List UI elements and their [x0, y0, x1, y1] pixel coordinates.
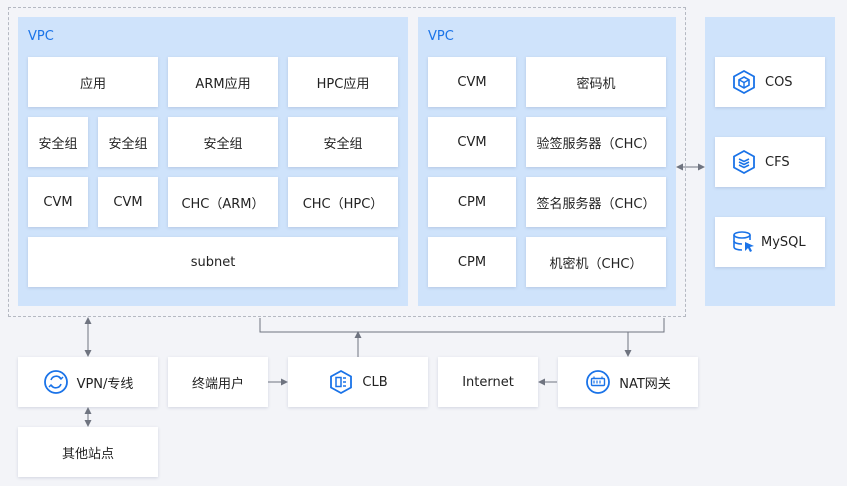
- vpc-bus-connector: [259, 318, 665, 333]
- cvm-box: CVM: [428, 57, 516, 107]
- nat-gateway-box: NAT网关: [558, 357, 698, 407]
- mysql-icon: [731, 229, 757, 255]
- clb-icon: [328, 369, 354, 395]
- cpm-box: CPM: [428, 177, 516, 227]
- mysql-box: MySQL: [715, 217, 825, 267]
- terminal-user-box: 终端用户: [168, 357, 268, 407]
- cfs-box: CFS: [715, 137, 825, 187]
- subnet-box: subnet: [28, 237, 398, 287]
- vpc-right-label: VPC: [428, 29, 454, 44]
- security-group-box: 安全组: [28, 117, 88, 167]
- security-group-box: 安全组: [288, 117, 398, 167]
- cpm-box: CPM: [428, 237, 516, 287]
- cos-label: COS: [765, 74, 793, 90]
- chc-arm-box: CHC（ARM）: [168, 177, 278, 227]
- sign-server-box: 签名服务器（CHC）: [526, 177, 666, 227]
- cfs-icon: [731, 149, 757, 175]
- vpc-left-label: VPC: [28, 29, 54, 44]
- mysql-label: MySQL: [761, 234, 806, 250]
- cvm-box: CVM: [428, 117, 516, 167]
- arm-app-box: ARM应用: [168, 57, 278, 107]
- other-sites-box: 其他站点: [18, 427, 158, 477]
- app-box: 应用: [28, 57, 158, 107]
- clb-label: CLB: [362, 374, 388, 390]
- cfs-label: CFS: [765, 154, 790, 170]
- security-group-box: 安全组: [168, 117, 278, 167]
- nat-gateway-label: NAT网关: [619, 376, 671, 392]
- vpn-icon: [43, 369, 69, 395]
- cvm-box: CVM: [98, 177, 158, 227]
- clb-box: CLB: [288, 357, 428, 407]
- hpc-app-box: HPC应用: [288, 57, 398, 107]
- nat-gateway-icon: [585, 369, 611, 395]
- outer-dashed-boundary: [8, 7, 686, 317]
- chc-hpc-box: CHC（HPC）: [288, 177, 398, 227]
- cvm-box: CVM: [28, 177, 88, 227]
- cipher-machine-box: 密码机: [526, 57, 666, 107]
- cos-box: COS: [715, 57, 825, 107]
- vpn-box: VPN/专线: [18, 357, 158, 407]
- vpn-label: VPN/专线: [76, 376, 134, 392]
- confidential-machine-box: 机密机（CHC）: [526, 237, 666, 287]
- security-group-box: 安全组: [98, 117, 158, 167]
- verify-server-box: 验签服务器（CHC）: [526, 117, 666, 167]
- cos-icon: [731, 69, 757, 95]
- internet-box: Internet: [438, 357, 538, 407]
